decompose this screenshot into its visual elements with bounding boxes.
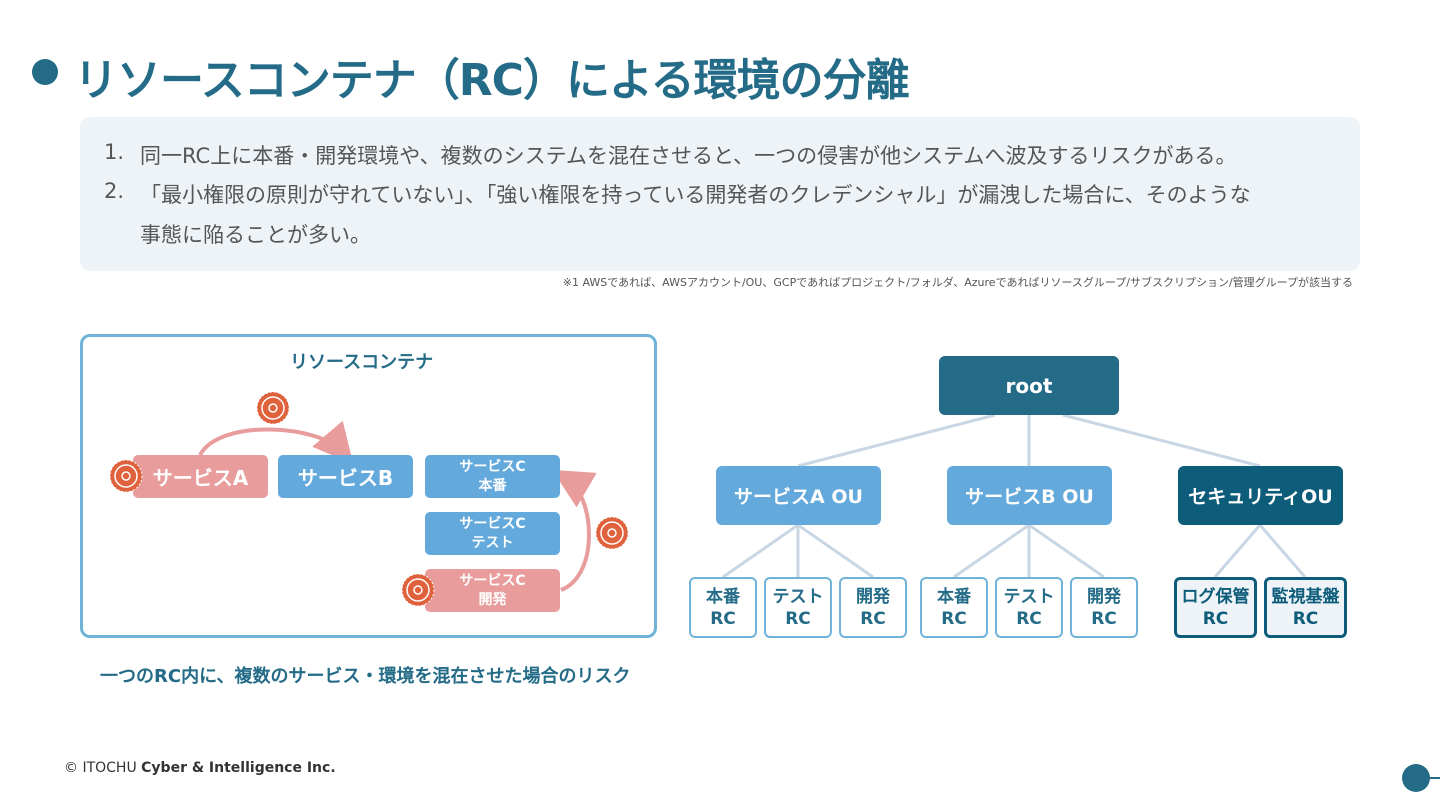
resource-container-title: リソースコンテナ bbox=[290, 352, 434, 373]
rc-label: RC bbox=[1091, 608, 1117, 629]
diagram-caption: 一つのRC内に、複数のサービス・環境を混在させた場合のリスク bbox=[100, 666, 631, 687]
page-indicator-line bbox=[1430, 777, 1440, 779]
env-label: 開発 bbox=[478, 591, 507, 608]
rc-env-label: 本番 bbox=[937, 586, 971, 607]
virus-icon bbox=[109, 459, 143, 493]
title-bullet bbox=[32, 59, 58, 85]
ou-security: セキュリティOU bbox=[1178, 466, 1343, 525]
copyright: © ITOCHU Cyber & Intelligence Inc. bbox=[64, 760, 336, 776]
virus-icon bbox=[256, 391, 290, 425]
rc-env-label: 開発 bbox=[856, 586, 890, 607]
rc-env-label: テスト bbox=[772, 586, 824, 607]
virus-icon bbox=[595, 516, 629, 550]
rc-label: RC bbox=[1202, 608, 1229, 629]
footnote: ※1 AWSであれば、AWSアカウント/OU、GCPであればプロジェクト/フォル… bbox=[562, 276, 1353, 289]
key-points-panel bbox=[80, 117, 1360, 271]
rc-label: RC bbox=[941, 608, 967, 629]
point-number: 2. bbox=[104, 179, 125, 203]
company-name: Cyber & Intelligence Inc. bbox=[141, 760, 336, 776]
page-title: リソースコンテナ（RC）による環境の分離 bbox=[74, 55, 910, 106]
service-c-dev-box: サービスC 開発 bbox=[425, 569, 560, 612]
point-2-continued: 事態に陥ることが多い。 bbox=[140, 223, 371, 247]
service-c-label: サービスC bbox=[459, 458, 526, 475]
service-b-box: サービスB bbox=[278, 455, 413, 498]
rc-env-label: 本番 bbox=[706, 586, 740, 607]
rc-label: RC bbox=[1292, 608, 1319, 629]
env-label: 本番 bbox=[478, 477, 507, 494]
rc-label: RC bbox=[710, 608, 736, 629]
point-text: 同一RC上に本番・開発環境や、複数のシステムを混在させると、一つの侵害が他システ… bbox=[140, 144, 1237, 168]
virus-icon bbox=[401, 573, 435, 607]
root-node: root bbox=[939, 356, 1119, 415]
point-number: 1. bbox=[104, 140, 125, 164]
service-c-label: サービスC bbox=[459, 572, 526, 589]
rc-label: RC bbox=[1016, 608, 1042, 629]
rc-label: RC bbox=[860, 608, 886, 629]
rc-env-label: 監視基盤 bbox=[1271, 586, 1340, 607]
ou-service-b: サービスB OU bbox=[947, 466, 1112, 525]
rc-env-label: ログ保管 bbox=[1181, 586, 1250, 607]
service-c-test-box: サービスC テスト bbox=[425, 512, 560, 555]
copyright-prefix: © ITOCHU bbox=[64, 760, 142, 776]
service-a-box: サービスA bbox=[133, 455, 268, 498]
ou-service-a: サービスA OU bbox=[716, 466, 881, 525]
service-c-label: サービスC bbox=[459, 515, 526, 532]
rc-label: RC bbox=[785, 608, 811, 629]
rc-env-label: 開発 bbox=[1087, 586, 1121, 607]
rc-env-label: テスト bbox=[1003, 586, 1055, 607]
page-indicator bbox=[1402, 764, 1430, 792]
service-c-prod-box: サービスC 本番 bbox=[425, 455, 560, 498]
point-text: 「最小権限の原則が守れていない」、「強い権限を持っている開発者のクレデンシャル」… bbox=[140, 183, 1251, 207]
env-label: テスト bbox=[471, 534, 514, 551]
resource-container-frame bbox=[80, 334, 657, 638]
